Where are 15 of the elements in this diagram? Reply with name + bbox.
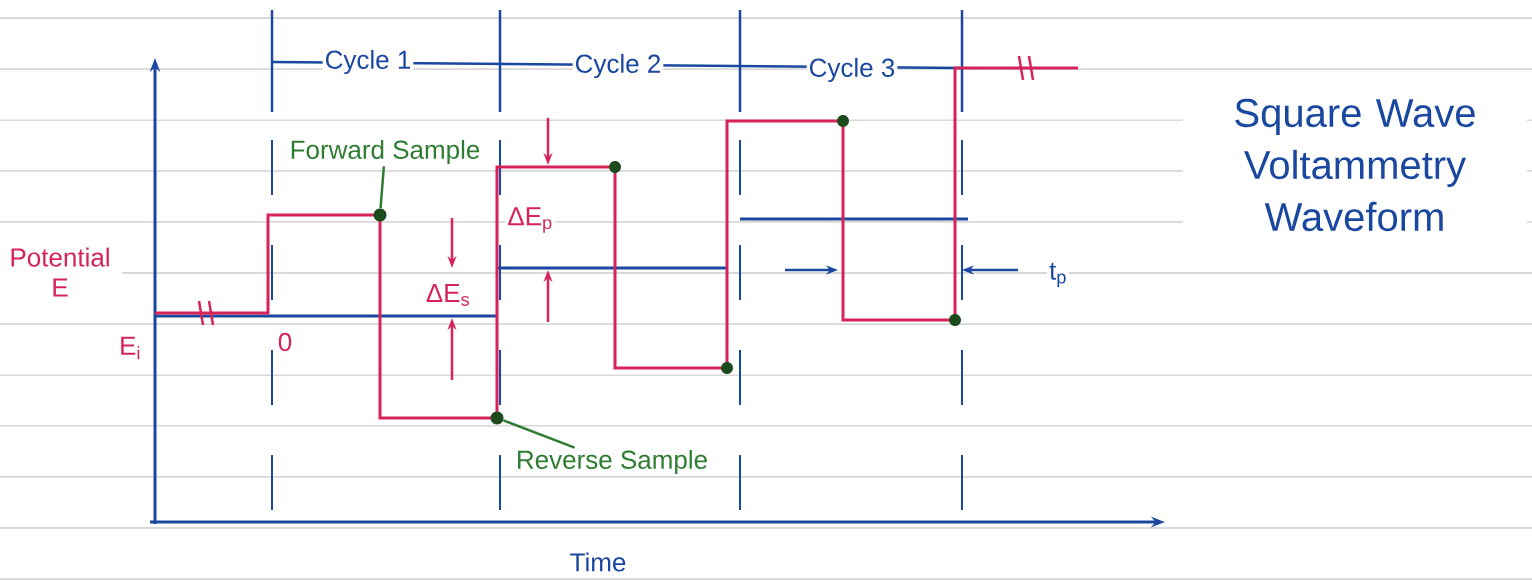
axis-label: Potential E — [0, 245, 122, 299]
pulse-width-label: t$_{p}$ — [1047, 260, 1069, 290]
initial-potential-label: E$_{i}$ — [117, 334, 143, 362]
delta-ep-label: ΔE$_{p}$ — [505, 205, 555, 235]
sample-label: Reverse Sample — [513, 447, 711, 477]
cycle-label: Cycle 3 — [806, 55, 898, 85]
leader-line — [379, 166, 386, 209]
cycle-label: Cycle 2 — [572, 51, 664, 81]
delta-es-label: ΔE$_{s}$ — [423, 282, 473, 308]
origin-label: 0 — [275, 330, 295, 354]
title: Square Wave Voltammetry Waveform — [1183, 96, 1527, 234]
leader-line — [502, 419, 576, 449]
axis-label: Time — [567, 550, 629, 574]
sample-label: Forward Sample — [287, 137, 483, 167]
cycle-label: Cycle 1 — [322, 47, 414, 77]
